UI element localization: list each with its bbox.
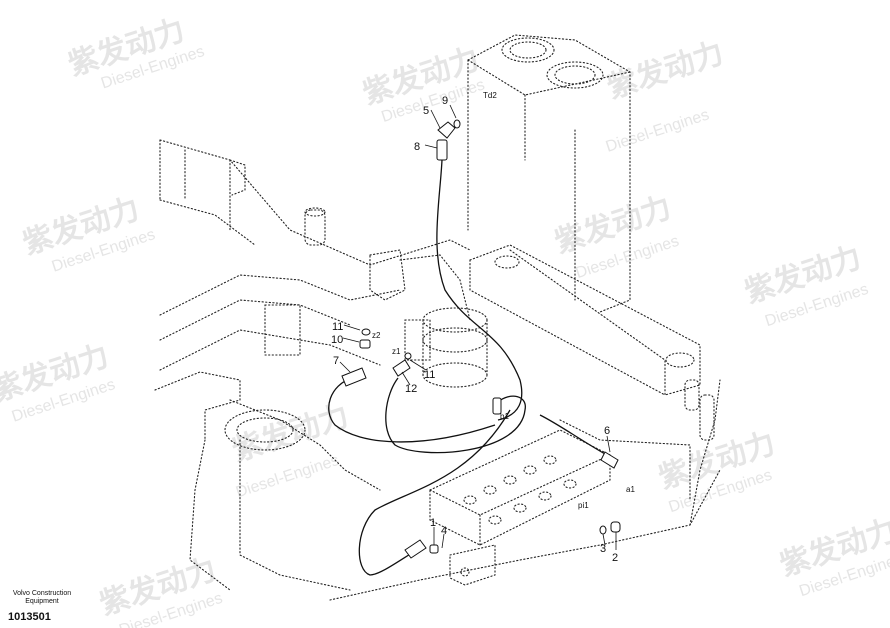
- hose-1: [358, 409, 511, 576]
- main-frame: [154, 139, 721, 601]
- callout-11: 11: [332, 321, 343, 333]
- hose-end-b1: [492, 397, 502, 415]
- footer: Volvo Construction Equipment 1013501: [8, 590, 76, 623]
- leader-lines: [339, 104, 617, 550]
- plug-2: [610, 521, 621, 533]
- watermark-cn: 紫发动力: [603, 36, 728, 106]
- valve-spools: [463, 455, 577, 525]
- callout-7: 7: [333, 355, 339, 367]
- callout-12: 12: [405, 383, 417, 395]
- callout-11b: 11: [424, 369, 435, 381]
- hose-7: [328, 377, 496, 443]
- callout-10: 10: [331, 334, 343, 346]
- o-ring-3: [599, 525, 607, 535]
- callout-2: 2: [612, 552, 618, 564]
- swivel-joint: [404, 307, 488, 388]
- o-ring-11b: [404, 352, 412, 360]
- part-number: 1013501: [8, 611, 51, 623]
- hose-fitting-8: [436, 139, 448, 161]
- callout-3: 3: [600, 543, 606, 555]
- callout-1: 1: [430, 517, 436, 529]
- hose-8: [436, 159, 523, 421]
- port-label-z2: z2: [372, 331, 381, 340]
- elbow-fitting-12: [392, 359, 411, 377]
- watermark-en: Diesel-Engines: [604, 106, 712, 155]
- port-label-a1: a1: [626, 485, 635, 494]
- hose-fitting-6: [600, 451, 619, 469]
- port-labels: Td2 z2 z1 b1 a1 pi1: [372, 91, 635, 510]
- callouts: 5 9 8 11 10 7 11 12 6 1 4 3 2: [331, 95, 618, 564]
- callout-9: 9: [442, 95, 448, 107]
- cross-beam: [469, 244, 701, 396]
- nipple-10: [359, 339, 371, 349]
- callout-4: 4: [441, 525, 447, 537]
- hose-12: [385, 377, 526, 454]
- nipple-4: [429, 544, 439, 554]
- callout-5: 5: [423, 105, 429, 117]
- tower-structure: [467, 34, 631, 313]
- port-label-pi1: pi1: [578, 501, 589, 510]
- hose-fitting-7: [341, 367, 367, 387]
- hose-6: [539, 414, 613, 459]
- brand-caption: Volvo Construction Equipment: [12, 590, 72, 605]
- fittings: [341, 119, 621, 559]
- hose-fitting-1: [404, 539, 427, 559]
- o-ring-11: [361, 328, 371, 336]
- control-valve: [429, 429, 611, 586]
- hose-lines: [328, 159, 613, 576]
- elbow-fitting-5: [437, 121, 456, 139]
- callout-8: 8: [414, 141, 420, 153]
- port-label-td2: Td2: [483, 91, 497, 100]
- port-label-z1: z1: [392, 347, 401, 356]
- callout-6: 6: [604, 425, 610, 437]
- o-ring-9: [453, 119, 461, 129]
- port-label-b1: b1: [500, 412, 509, 421]
